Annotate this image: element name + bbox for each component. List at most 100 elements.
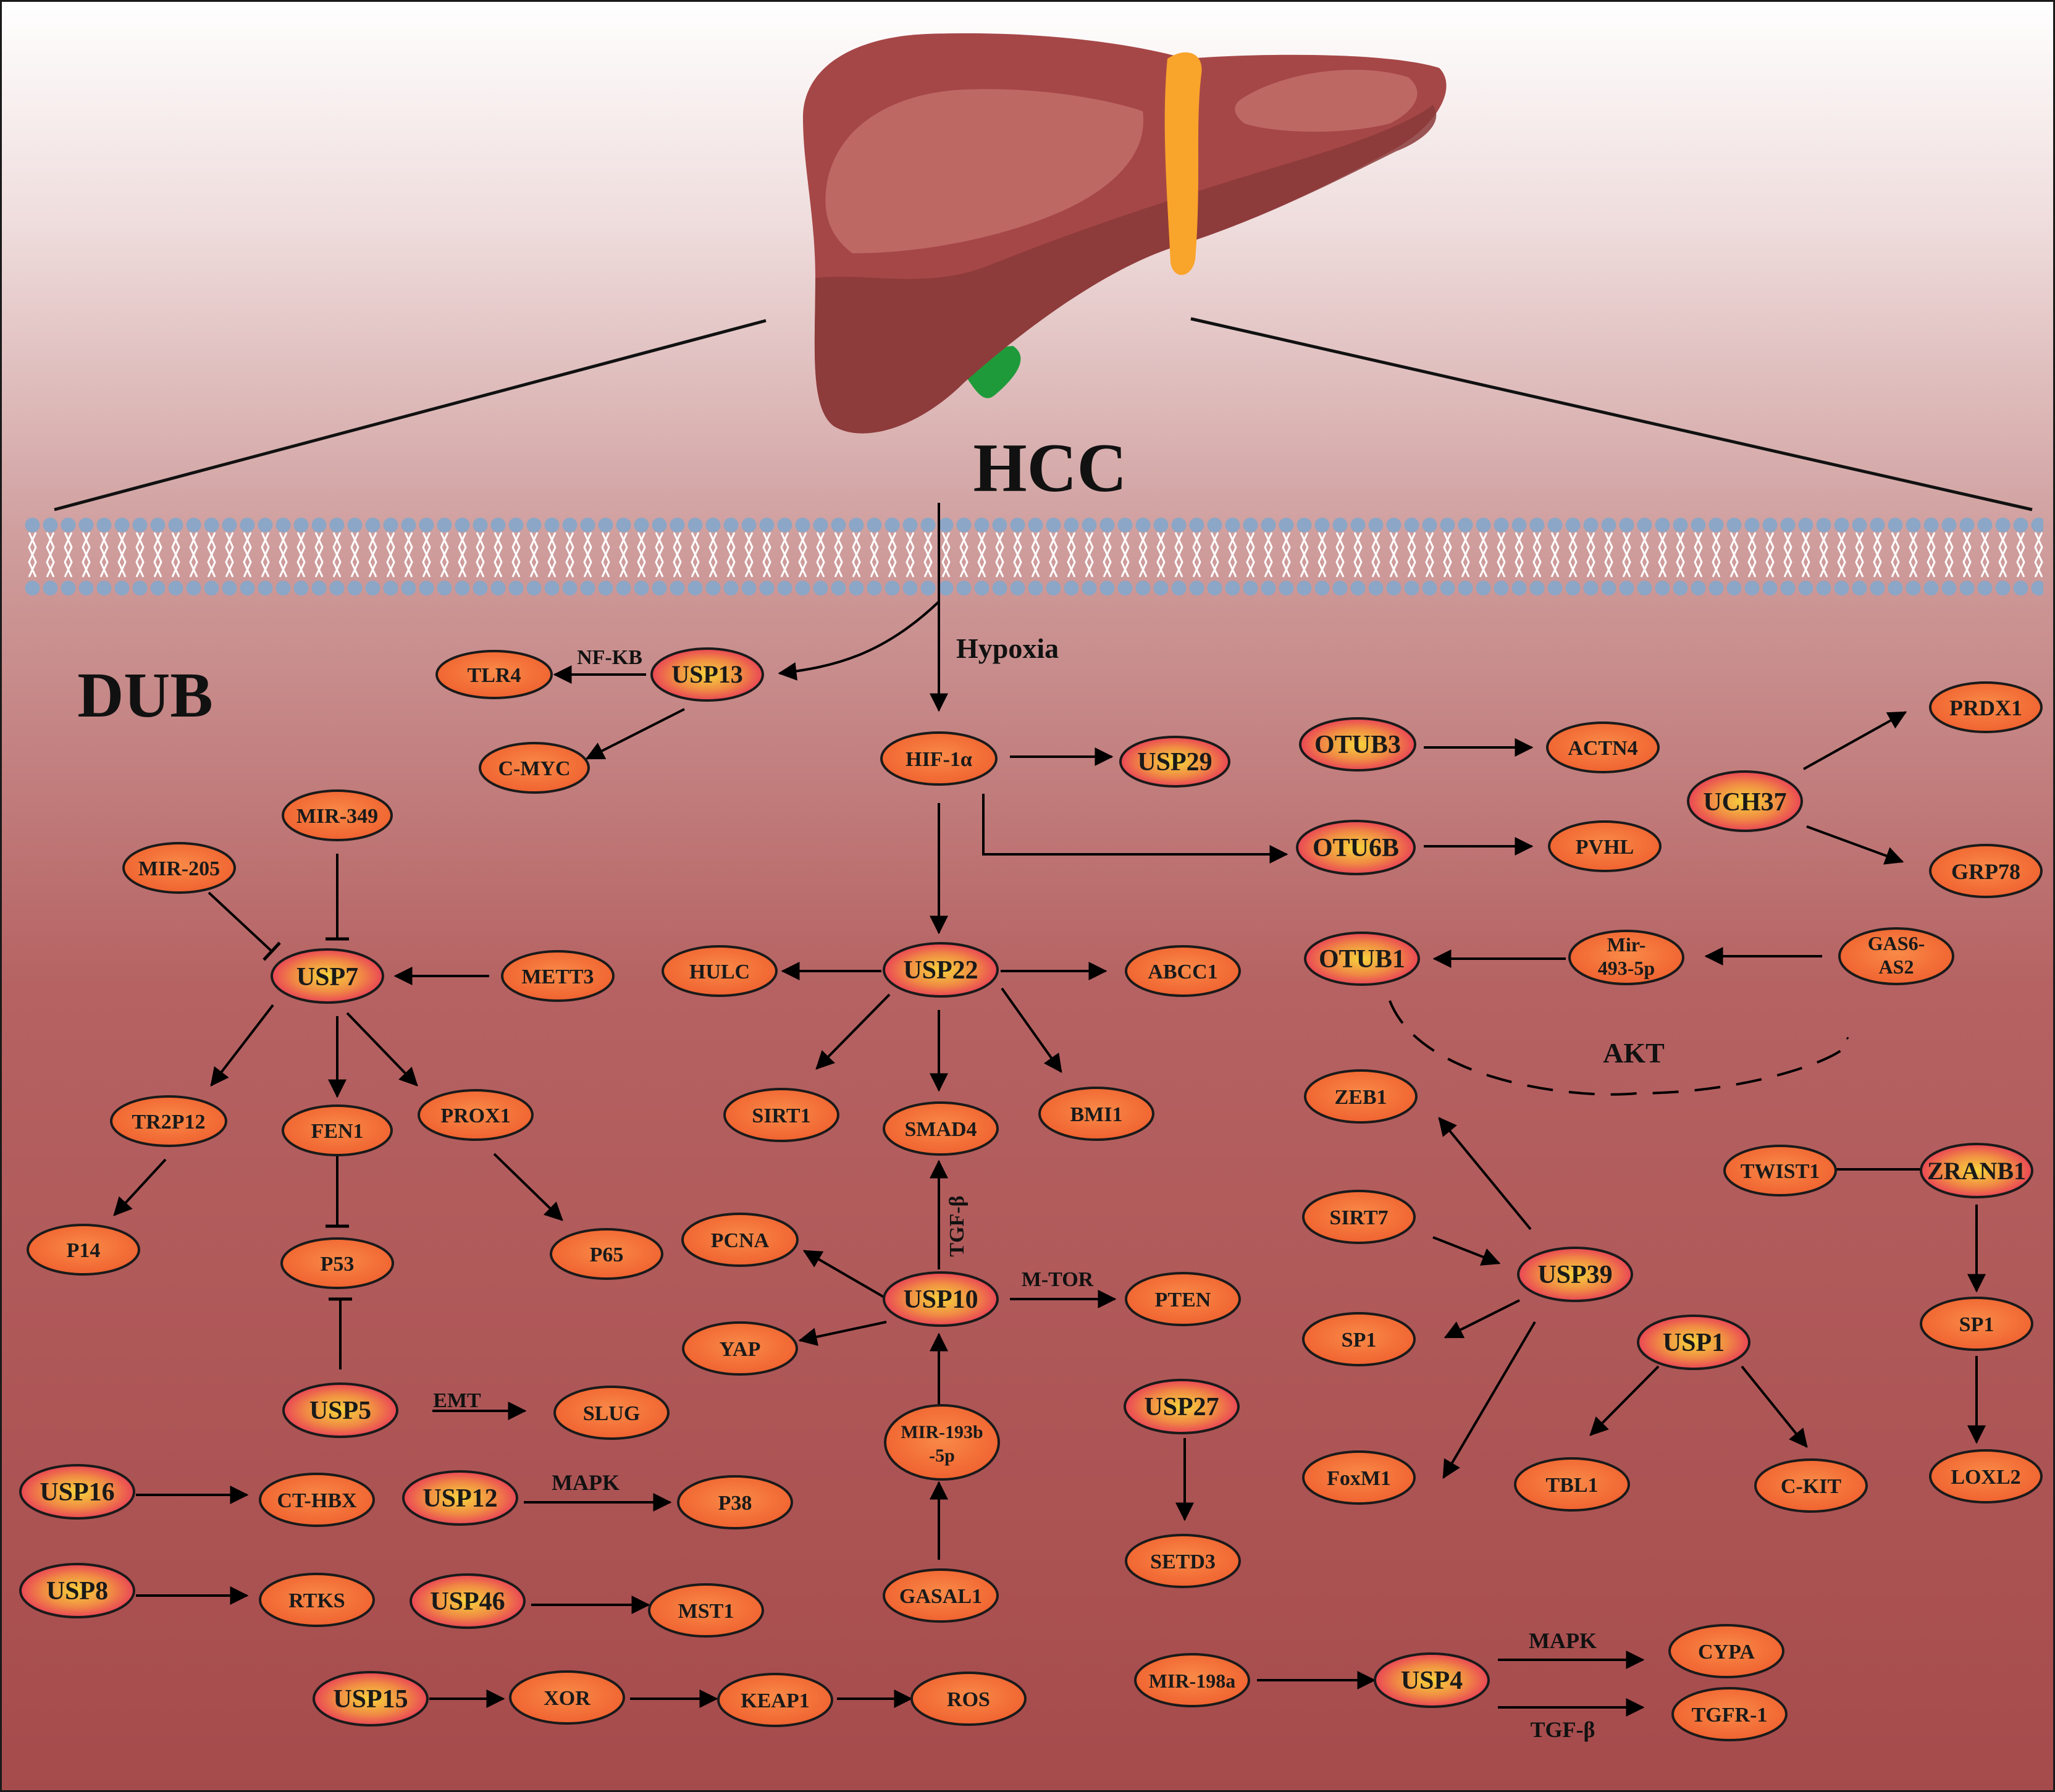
svg-text:FoxM1: FoxM1 xyxy=(1327,1467,1391,1490)
edge-usp39-sp1 xyxy=(1444,1299,1520,1339)
node-cmyc: C-MYC xyxy=(479,742,590,794)
node-zeb1: ZEB1 xyxy=(1304,1069,1418,1124)
node-mir193b-5p: MIR-193b-5p xyxy=(884,1404,1000,1481)
svg-text:USP8: USP8 xyxy=(46,1577,108,1605)
node-grp78: GRP78 xyxy=(1929,844,2043,898)
svg-text:USP1: USP1 xyxy=(1663,1329,1725,1357)
label-akt: AKT xyxy=(1603,1037,1665,1069)
svg-text:USP13: USP13 xyxy=(671,660,743,688)
node-sp1-left: SP1 xyxy=(1302,1312,1416,1366)
svg-text:C-KIT: C-KIT xyxy=(1781,1475,1842,1498)
edge-uch37-grp78 xyxy=(1806,825,1904,865)
node-tgfr1: TGFR-1 xyxy=(1671,1687,1788,1741)
node-usp27: USP27 xyxy=(1124,1379,1240,1434)
node-usp7: USP7 xyxy=(271,948,384,1004)
svg-text:USP29: USP29 xyxy=(1137,748,1212,776)
svg-text:SIRT1: SIRT1 xyxy=(752,1104,810,1127)
svg-text:LOXL2: LOXL2 xyxy=(1951,1466,2020,1489)
node-usp1: USP1 xyxy=(1637,1315,1750,1370)
svg-text:SP1: SP1 xyxy=(1959,1313,1994,1336)
edge-hif1a-otu6b xyxy=(982,794,1288,864)
node-xor: XOR xyxy=(509,1670,625,1725)
svg-text:ZRANB1: ZRANB1 xyxy=(1927,1157,2026,1185)
node-uch37: UCH37 xyxy=(1687,770,1803,832)
svg-text:PROX1: PROX1 xyxy=(440,1104,510,1127)
node-usp22: USP22 xyxy=(883,942,999,998)
edge-usp10-yap xyxy=(798,1321,887,1346)
svg-text:METT3: METT3 xyxy=(521,965,594,988)
node-prox1: PROX1 xyxy=(418,1089,534,1141)
svg-text:PCNA: PCNA xyxy=(711,1229,770,1252)
svg-text:AS2: AS2 xyxy=(1879,956,1914,978)
svg-text:USP15: USP15 xyxy=(333,1685,408,1714)
svg-text:HIF-1α: HIF-1α xyxy=(906,748,972,771)
svg-text:TBL1: TBL1 xyxy=(1545,1474,1598,1497)
node-abcc1: ABCC1 xyxy=(1125,945,1241,997)
node-pcna: PCNA xyxy=(681,1213,799,1267)
akt-dashed-connector xyxy=(1389,1000,1851,1096)
node-tr2p12: TR2P12 xyxy=(110,1095,227,1147)
svg-text:ROS: ROS xyxy=(947,1688,990,1711)
svg-text:USP27: USP27 xyxy=(1144,1393,1219,1421)
svg-text:GRP78: GRP78 xyxy=(1951,859,2020,884)
edge-labels: NF-KB Hypoxia AKT TGF-β M-TOR EMT MAPK M… xyxy=(433,633,1665,1742)
node-yap: YAP xyxy=(682,1321,798,1376)
svg-text:YAP: YAP xyxy=(720,1338,761,1361)
liver-highlight-right xyxy=(1235,69,1418,132)
svg-text:GASAL1: GASAL1 xyxy=(899,1585,982,1608)
node-mir205: MIR-205 xyxy=(122,842,236,894)
svg-text:USP12: USP12 xyxy=(422,1484,497,1513)
svg-text:MST1: MST1 xyxy=(678,1600,734,1623)
node-gasal1: GASAL1 xyxy=(883,1568,999,1623)
node-usp15: USP15 xyxy=(313,1671,429,1727)
node-zranb1: ZRANB1 xyxy=(1920,1143,2033,1198)
cell-membrane xyxy=(23,516,2043,597)
node-otub3: OTUB3 xyxy=(1299,717,1416,772)
svg-text:P53: P53 xyxy=(321,1253,355,1276)
node-fen1: FEN1 xyxy=(282,1104,393,1156)
svg-text:PRDX1: PRDX1 xyxy=(1949,696,2022,720)
node-ckit: C-KIT xyxy=(1754,1458,1868,1513)
node-usp12: USP12 xyxy=(402,1470,518,1526)
node-usp16: USP16 xyxy=(19,1464,135,1520)
svg-text:UCH37: UCH37 xyxy=(1703,788,1786,817)
label-tgfb-vertical: TGF-β xyxy=(946,1195,969,1256)
svg-text:MIR-193b: MIR-193b xyxy=(901,1422,983,1442)
svg-text:MIR-205: MIR-205 xyxy=(138,857,220,880)
node-tlr4: TLR4 xyxy=(435,650,553,699)
node-p65: P65 xyxy=(550,1228,663,1280)
node-otub1: OTUB1 xyxy=(1304,932,1420,986)
edge-usp22-sirt1 xyxy=(815,993,891,1070)
node-rtks: RTKS xyxy=(259,1573,375,1627)
node-ct-hbx: CT-HBX xyxy=(259,1473,375,1527)
svg-text:TR2P12: TR2P12 xyxy=(132,1111,206,1134)
svg-text:ACTN4: ACTN4 xyxy=(1568,737,1637,760)
node-tbl1: TBL1 xyxy=(1514,1457,1630,1512)
svg-text:MIR-349: MIR-349 xyxy=(296,805,378,828)
svg-text:USP46: USP46 xyxy=(430,1588,505,1616)
node-pten: PTEN xyxy=(1125,1272,1241,1326)
svg-text:GAS6-: GAS6- xyxy=(1868,932,1925,954)
zoom-line-right xyxy=(1190,317,2033,511)
node-mst1: MST1 xyxy=(648,1583,764,1638)
svg-text:USP4: USP4 xyxy=(1401,1667,1463,1695)
svg-text:P65: P65 xyxy=(590,1243,624,1266)
edge-usp1-ckit xyxy=(1741,1365,1808,1448)
edge-sirt7-usp39 xyxy=(1432,1236,1501,1266)
node-actn4: ACTN4 xyxy=(1546,721,1660,773)
edges xyxy=(113,503,1986,1717)
edge-membrane-usp13 xyxy=(778,600,940,681)
svg-text:SMAD4: SMAD4 xyxy=(904,1118,977,1141)
svg-text:ABCC1: ABCC1 xyxy=(1148,961,1217,983)
svg-text:SETD3: SETD3 xyxy=(1150,1550,1216,1573)
node-usp39: USP39 xyxy=(1517,1247,1633,1302)
svg-text:USP39: USP39 xyxy=(1537,1261,1612,1289)
node-mir493-5p: Mir-493-5p xyxy=(1568,930,1684,985)
node-mett3: METT3 xyxy=(501,950,615,1002)
svg-text:MIR-198a: MIR-198a xyxy=(1149,1670,1235,1692)
edge-tr2p12-p14 xyxy=(113,1158,167,1216)
svg-text:CYPA: CYPA xyxy=(1698,1641,1755,1664)
label-mapk-usp12: MAPK xyxy=(552,1470,620,1495)
svg-text:USP5: USP5 xyxy=(309,1397,371,1425)
